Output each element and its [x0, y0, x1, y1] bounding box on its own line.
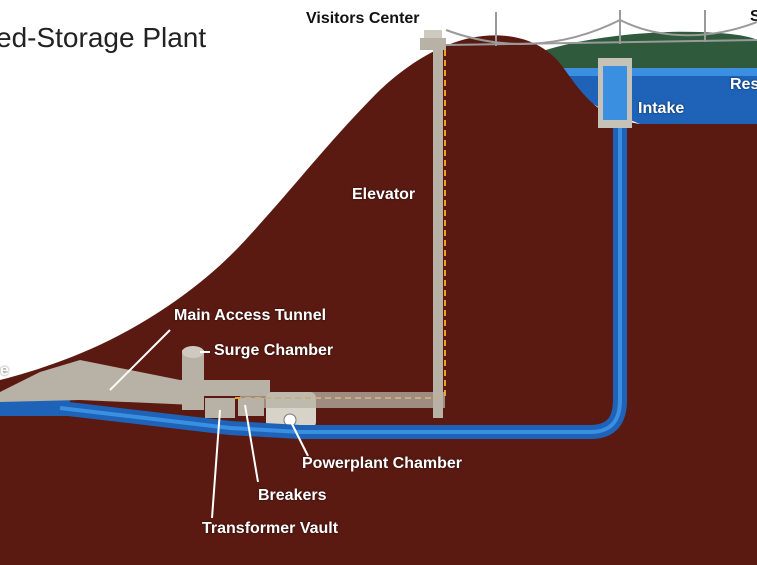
surge-chamber-top — [182, 346, 204, 358]
leader-powerplant-chamber — [289, 419, 309, 457]
access-tunnel-bore — [70, 380, 270, 396]
breakers-label: Breakers — [258, 487, 327, 504]
powerplant-chamber-label: Powerplant Chamber — [302, 455, 463, 472]
leader-main-access-tunnel — [109, 329, 171, 391]
transformer-vault-label: Transformer Vault — [202, 520, 339, 537]
top-right-partial-label: S — [750, 8, 757, 25]
penstock-highlight — [59, 120, 622, 434]
leader-breakers — [244, 404, 259, 483]
reservoir-partial-label: Res — [730, 76, 757, 93]
surge-chamber-shape — [182, 350, 204, 410]
visitors-center-label: Visitors Center — [306, 10, 420, 27]
visitors-center-roof — [424, 30, 442, 38]
leader-transformer-vault — [211, 409, 221, 519]
upper-access-gallery — [240, 392, 445, 408]
intake-grill — [603, 66, 627, 120]
transformer-vault-shape — [205, 398, 235, 418]
diagram-title: ed-Storage Plant — [0, 22, 207, 53]
visitors-center-building — [420, 38, 446, 50]
elevator-label: Elevator — [352, 186, 416, 203]
elevator-shaft — [433, 48, 443, 418]
reservoir-surface — [560, 66, 757, 76]
left-edge-partial-label: e — [0, 362, 9, 379]
intake-label: Intake — [638, 100, 685, 117]
main-access-tunnel-label: Main Access Tunnel — [174, 307, 327, 324]
surge-chamber-label: Surge Chamber — [214, 342, 334, 359]
